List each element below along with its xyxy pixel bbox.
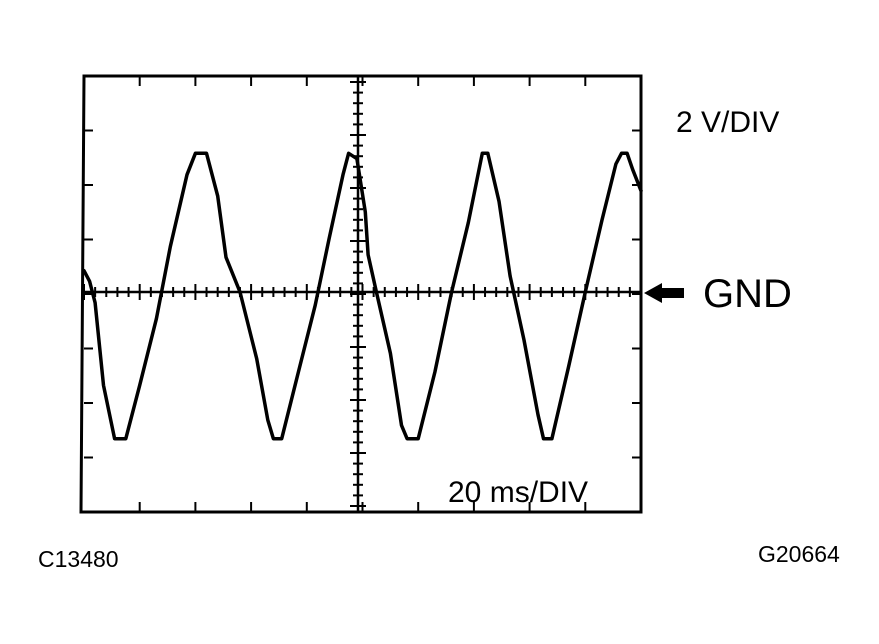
scope-frame [79,74,643,514]
figure-code-left: C13480 [38,546,119,572]
time-scale-label: 20 ms/DIV [448,476,589,509]
ground-marker-label: GND [703,272,792,316]
figure-code-right: G20664 [758,541,840,567]
signal-waveform [82,151,643,441]
screen-border [79,74,643,514]
vertical-scale-label: 2 V/DIV [676,106,780,139]
axis-ticks [83,76,642,512]
left-arrow-icon [644,283,684,303]
